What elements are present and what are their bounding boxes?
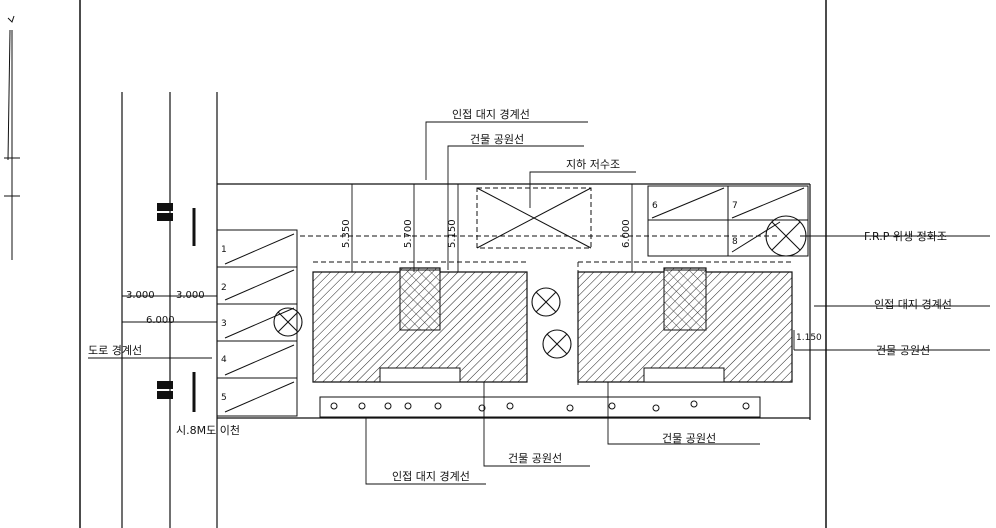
dimension-lines bbox=[122, 184, 795, 350]
tree-icon bbox=[273, 307, 303, 337]
left-building bbox=[312, 267, 528, 383]
parking-number: 4 bbox=[221, 355, 227, 365]
right-parking-area bbox=[647, 185, 809, 257]
label-building-line-right: 건물 공원선 bbox=[876, 344, 930, 357]
parking-number: 8 bbox=[732, 237, 738, 247]
site-boundary bbox=[217, 183, 811, 420]
parking-number: 3 bbox=[221, 319, 227, 329]
leader-lines bbox=[88, 121, 990, 485]
planting-strip bbox=[319, 396, 761, 418]
gate-marker-bottom bbox=[157, 372, 196, 412]
parking-number: 5 bbox=[221, 393, 227, 403]
label-road-width: 시.8M도 이천 bbox=[176, 423, 240, 437]
dimension-text: 3.000 bbox=[126, 290, 155, 301]
label-building-line-top: 건물 공원선 bbox=[470, 133, 524, 146]
label-adjacent-boundary-bottom: 인접 대지 경계선 bbox=[392, 470, 470, 483]
label-adjacent-boundary-top: 인접 대지 경계선 bbox=[452, 108, 530, 121]
tree-icon bbox=[542, 329, 572, 359]
parking-number: 6 bbox=[652, 201, 658, 211]
dimension-text: 1.150 bbox=[796, 333, 822, 343]
setback-lines bbox=[300, 235, 792, 385]
parking-number: 1 bbox=[221, 245, 227, 255]
right-building bbox=[577, 267, 793, 383]
dimension-text: 5.350 bbox=[341, 219, 352, 248]
underground-tank bbox=[476, 187, 592, 249]
label-underground-tank: 지하 저수조 bbox=[566, 157, 620, 171]
dimension-text: 6.000 bbox=[621, 219, 632, 248]
gate-marker-top bbox=[157, 203, 196, 246]
parking-number-labels: 1 2 3 4 5 bbox=[221, 245, 227, 403]
road bbox=[121, 92, 218, 528]
label-adjacent-boundary-right: 인접 대지 경계선 bbox=[874, 298, 952, 311]
label-road-boundary: 도로 경계선 bbox=[88, 344, 142, 357]
left-parking-area bbox=[216, 229, 298, 417]
north-arrow-icon bbox=[4, 15, 20, 260]
shrub-icon bbox=[330, 400, 750, 412]
label-building-line-bottom: 건물 공원선 bbox=[508, 452, 562, 465]
label-building-line-bottom-right: 건물 공원선 bbox=[662, 432, 716, 445]
label-frp-tank: F.R.P 위생 정화조 bbox=[864, 230, 947, 243]
dimension-text: 5.700 bbox=[403, 219, 414, 248]
dimension-text: 5.150 bbox=[447, 219, 458, 248]
tree-icon bbox=[531, 287, 561, 317]
parking-number: 7 bbox=[732, 201, 738, 211]
dimension-text: 3.000 bbox=[176, 290, 205, 301]
parking-number: 2 bbox=[221, 283, 227, 293]
dimension-text: 6.000 bbox=[146, 315, 175, 326]
